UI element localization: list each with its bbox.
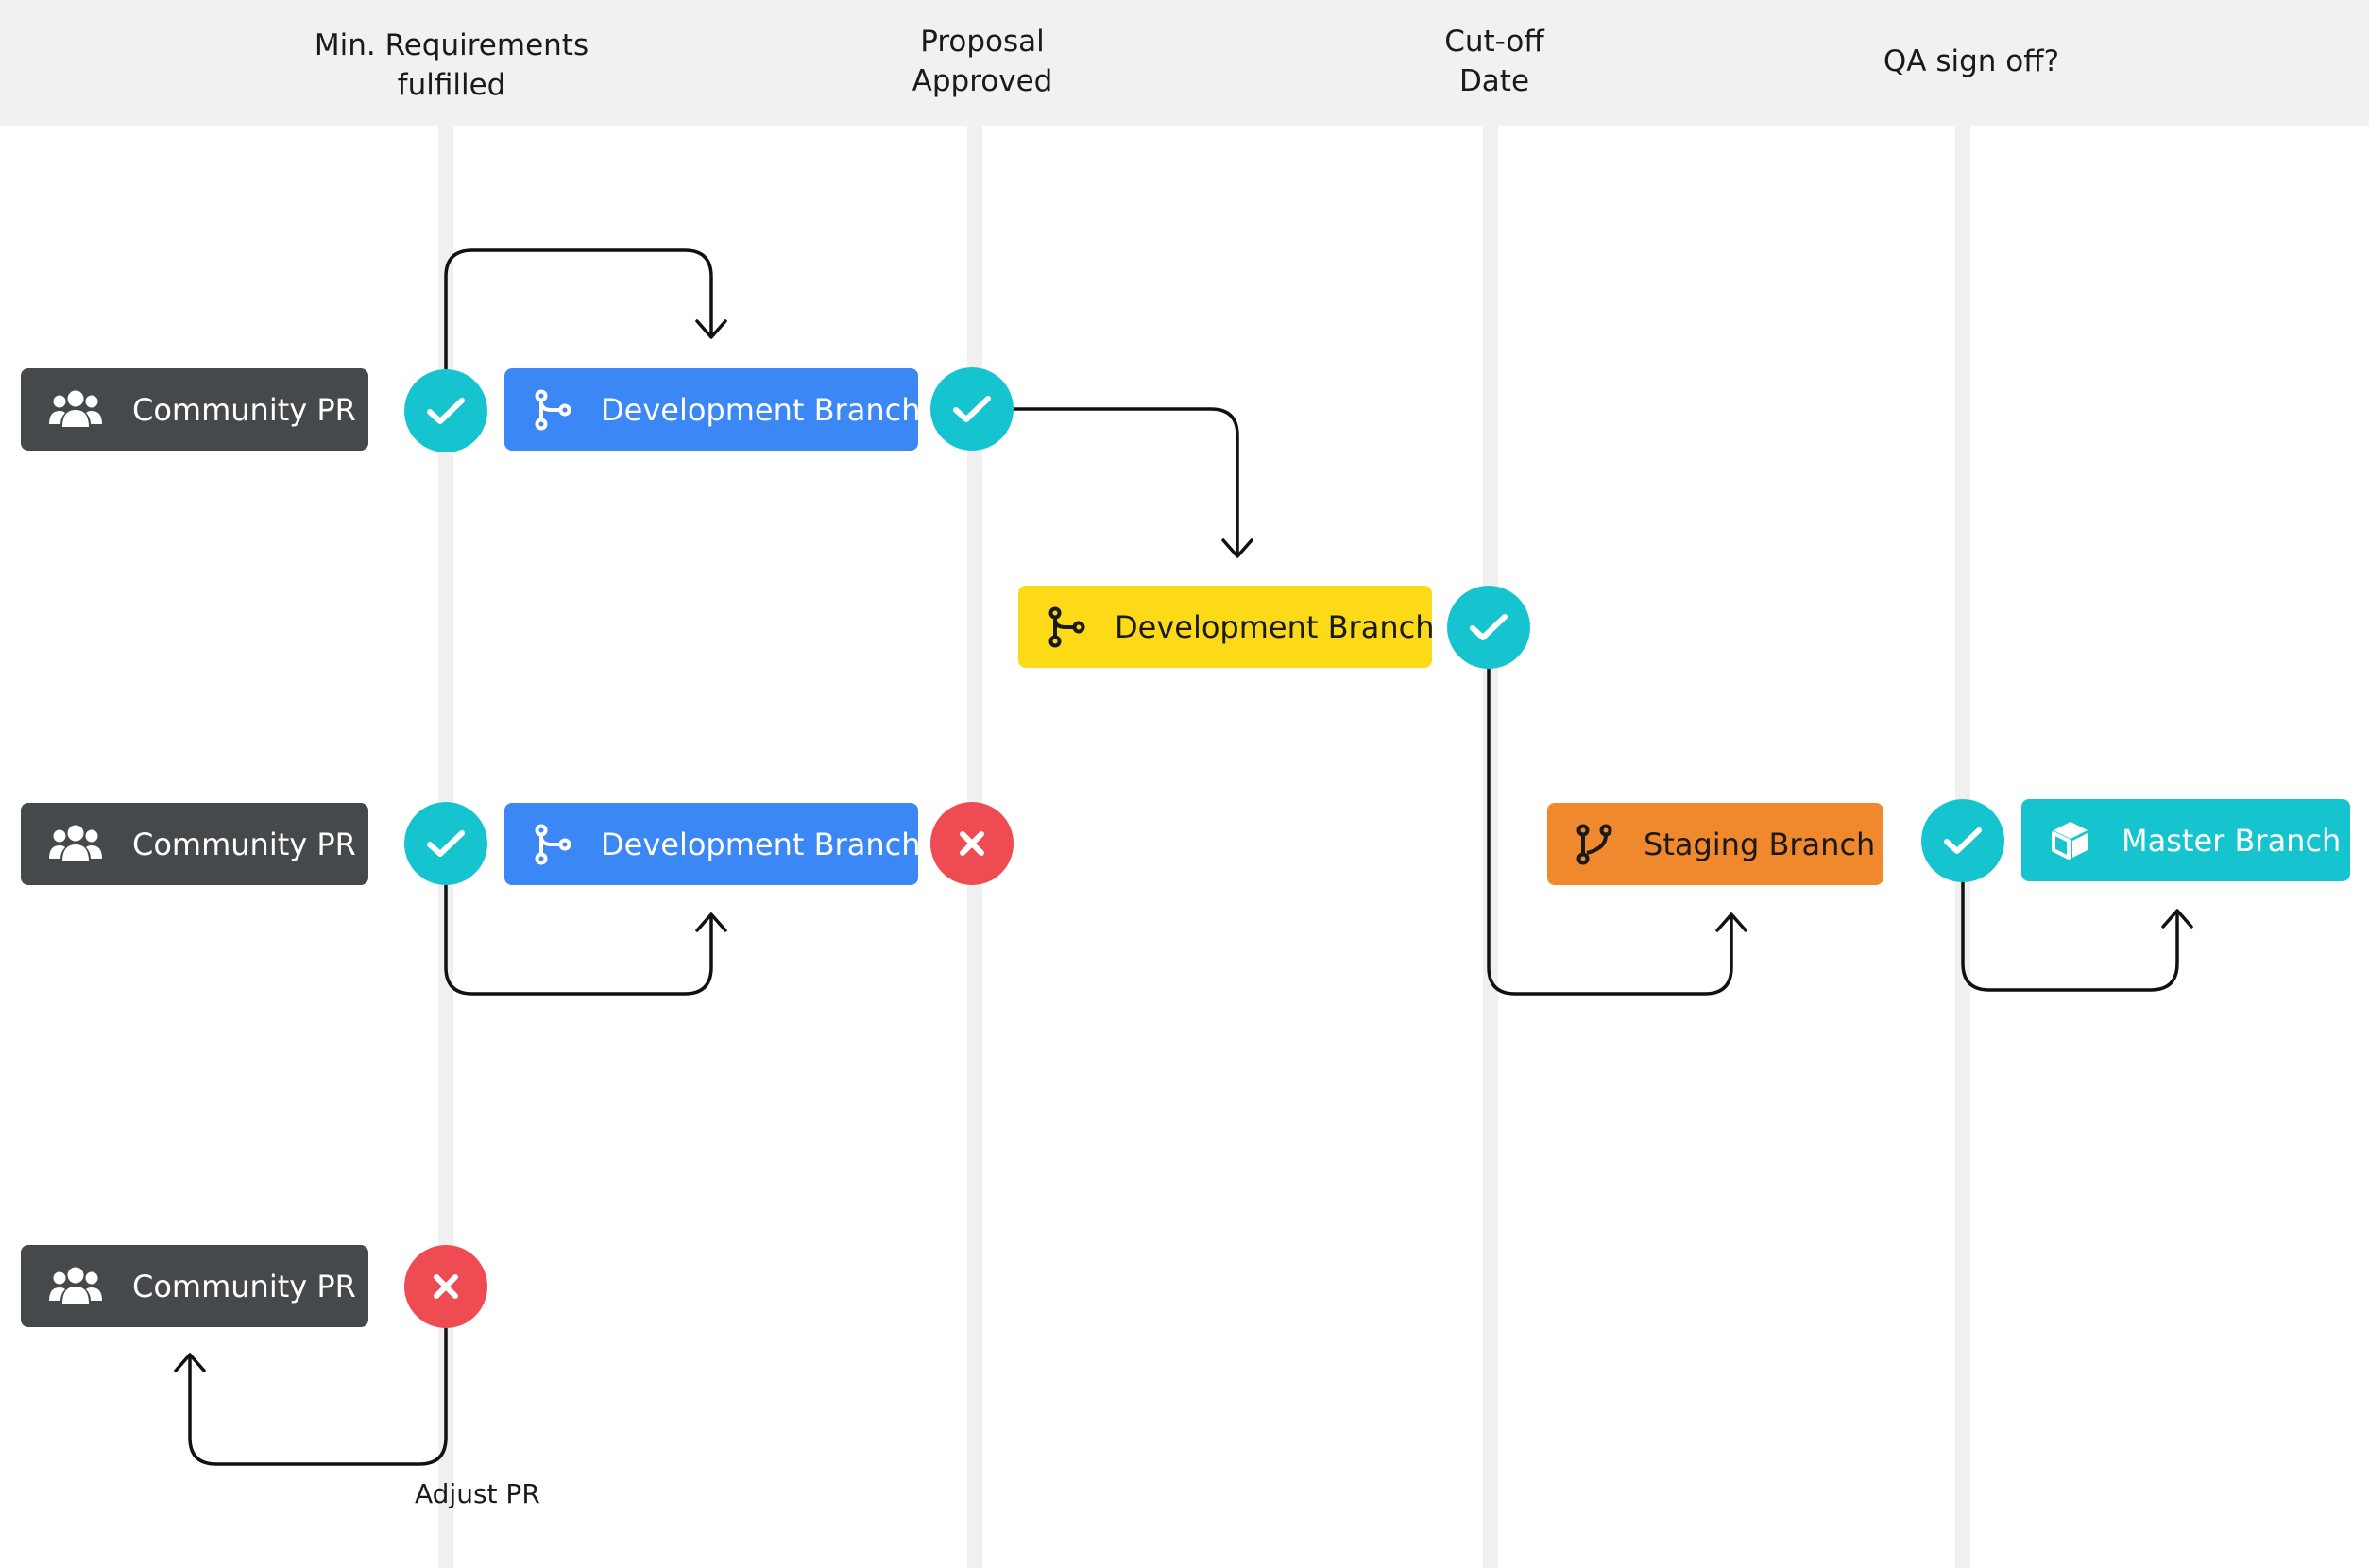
gate-title-min-requirements: Min. Requirements fulfilled	[314, 28, 589, 102]
development-branch-label: Development Branch	[1115, 608, 1435, 645]
master-branch-node[interactable]: Master Branch	[2021, 799, 2350, 881]
reject-status-icon	[404, 1245, 487, 1328]
connector-check2-to-devcutoff	[1011, 407, 1239, 556]
development-branch-label: Development Branch	[601, 391, 921, 428]
master-branch-label: Master Branch	[2122, 822, 2342, 859]
gate-title-qa-sign-off: QA sign off?	[1883, 44, 2060, 78]
development-branch-cutoff-node[interactable]: Development Branch	[1018, 586, 1435, 668]
merge-icon	[1576, 824, 1613, 865]
staging-branch-node[interactable]: Staging Branch	[1547, 803, 1883, 885]
connector-check4-to-staging	[1487, 667, 1733, 996]
arrowhead-staging	[1715, 912, 1747, 932]
arrowhead-devcutoff	[1221, 538, 1253, 558]
box-icon	[2050, 819, 2091, 861]
community-pr-label: Community PR	[132, 826, 356, 862]
check-status-icon	[930, 367, 1014, 451]
connector-reject2-to-community3	[188, 1327, 448, 1466]
community-pr-label: Community PR	[132, 391, 356, 428]
gate-title-cutoff-date: Cut-off Date	[1444, 25, 1544, 98]
community-pr-label: Community PR	[132, 1268, 356, 1304]
header-bar	[0, 0, 2369, 126]
check-status-icon	[404, 802, 487, 885]
connector-check3-to-dev2	[444, 881, 713, 996]
reject-status-icon	[930, 802, 1014, 885]
check-status-icon	[404, 369, 487, 452]
users-icon	[49, 822, 102, 865]
staging-branch-label: Staging Branch	[1644, 826, 1876, 862]
development-branch-node[interactable]: Development Branch	[504, 803, 921, 885]
lane-cutoff-date	[1483, 126, 1498, 1568]
connector-check1-to-dev1	[444, 248, 713, 372]
development-branch-node[interactable]: Development Branch	[504, 368, 921, 451]
community-pr-node[interactable]: Community PR	[21, 1245, 368, 1327]
gate-title-proposal-approved: Proposal Approved	[912, 25, 1053, 98]
branch-icon	[533, 824, 572, 865]
arrowhead-dev1	[695, 319, 727, 339]
community-pr-node[interactable]: Community PR	[21, 803, 368, 885]
arrowhead-dev2	[695, 912, 727, 932]
adjust-pr-caption: Adjust PR	[415, 1478, 540, 1509]
branch-icon	[533, 389, 572, 431]
users-icon	[49, 387, 102, 431]
development-branch-label: Development Branch	[601, 826, 921, 862]
arrowhead-master	[2161, 909, 2193, 929]
arrowhead-community3	[174, 1353, 206, 1372]
branch-icon	[1047, 606, 1086, 648]
users-icon	[49, 1264, 102, 1307]
community-pr-node[interactable]: Community PR	[21, 368, 368, 451]
connector-check5-to-master	[1961, 880, 2179, 992]
check-status-icon	[1447, 586, 1530, 669]
check-status-icon	[1921, 799, 2004, 882]
